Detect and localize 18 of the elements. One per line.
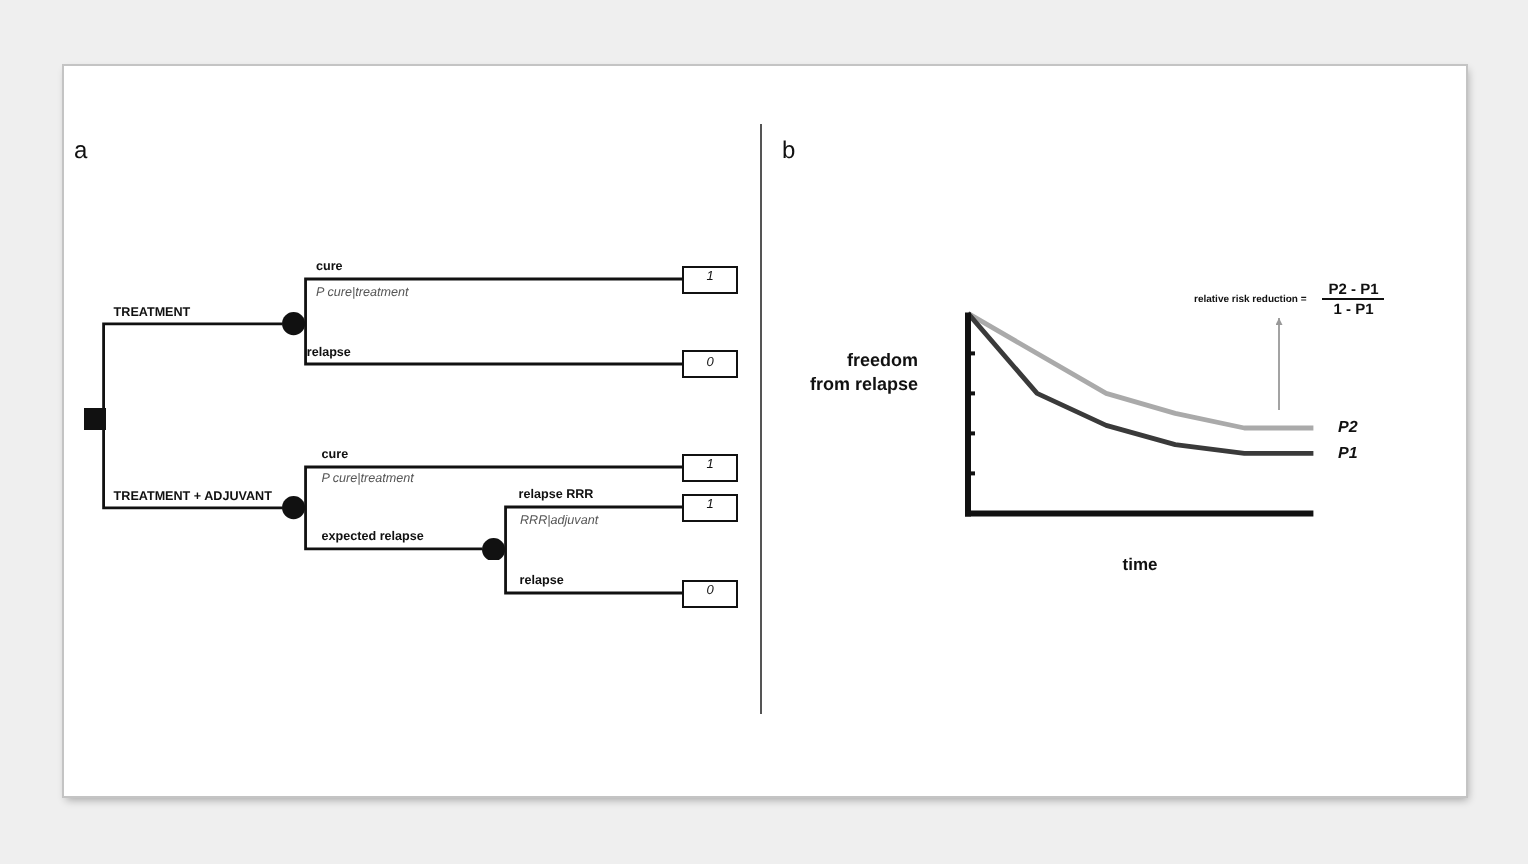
branch-line	[504, 505, 682, 549]
branch-line	[304, 323, 682, 366]
branch-line	[102, 322, 283, 408]
decision-square	[83, 408, 105, 430]
branch-line	[102, 430, 283, 510]
branch-line	[304, 277, 682, 324]
panel-label: a	[74, 136, 88, 165]
chance-circle	[482, 537, 506, 561]
branch-line	[504, 548, 682, 595]
series-label: P1	[1338, 443, 1358, 463]
series-label: P2	[1338, 418, 1358, 438]
axis-label: time	[1122, 553, 1158, 574]
chance-circle	[282, 496, 306, 520]
branch-line	[304, 465, 682, 508]
branch-line	[304, 507, 483, 551]
panel-label: b	[782, 136, 796, 165]
chance-circle	[282, 312, 306, 336]
axis-label: freedom from relapse	[807, 347, 918, 398]
